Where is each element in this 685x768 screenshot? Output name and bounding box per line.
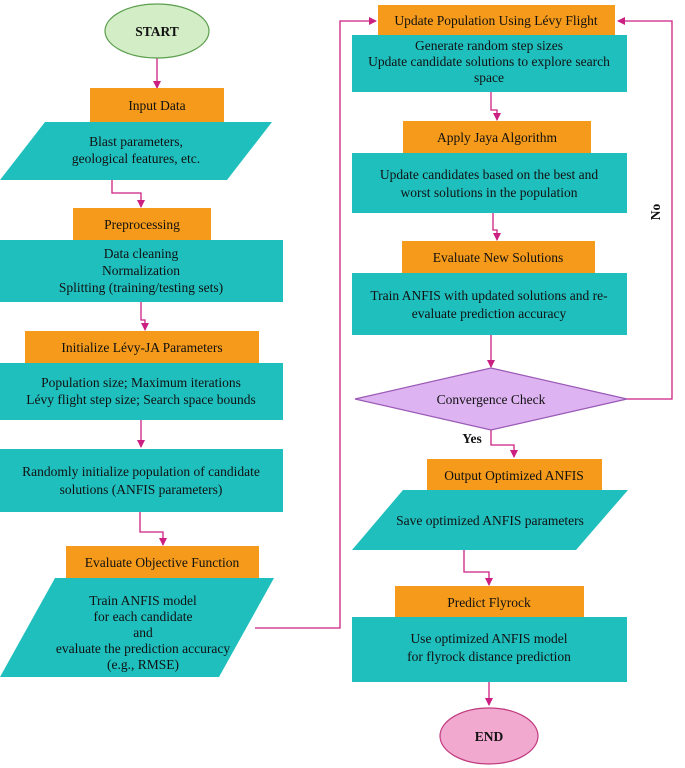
jaya-box xyxy=(352,153,627,213)
preprocessing-box xyxy=(0,240,283,302)
arrow-jaya-to-new xyxy=(492,213,501,241)
yes-label: Yes xyxy=(462,431,482,446)
text-line: Data cleaning xyxy=(104,246,179,261)
predict-body: Use optimized ANFIS model for flyrock dis… xyxy=(407,631,571,664)
text-line: Use optimized ANFIS model xyxy=(410,631,567,646)
node-random-init: Randomly initialize population of candid… xyxy=(0,449,283,512)
arrow-preprocessing-to-init xyxy=(140,302,149,331)
arrow-convergence-yes xyxy=(490,430,518,458)
random-init-box xyxy=(0,449,283,512)
evaluate-new-box xyxy=(352,273,627,335)
text-line: space xyxy=(474,70,504,85)
text-line: solutions (ANFIS parameters) xyxy=(60,482,223,497)
node-convergence: Convergence Check xyxy=(354,367,628,431)
evaluate-new-title: Evaluate New Solutions xyxy=(433,250,563,265)
input-data-parallelogram xyxy=(0,122,272,180)
levy-flight-header xyxy=(378,5,615,35)
predict-title: Predict Flyrock xyxy=(447,595,531,610)
no-label: No xyxy=(648,204,663,221)
jaya-title: Apply Jaya Algorithm xyxy=(437,130,557,145)
output-body: Save optimized ANFIS parameters xyxy=(396,513,584,528)
text-line: Train ANFIS model xyxy=(89,593,197,608)
convergence-diamond xyxy=(354,367,628,431)
predict-header xyxy=(395,586,584,617)
input-data-body: Blast parameters, geological features, et… xyxy=(72,134,200,166)
node-output: Output Optimized ANFIS Save optimized AN… xyxy=(352,459,628,550)
text-line: for flyrock distance prediction xyxy=(407,649,571,664)
text-line: Randomly initialize population of candid… xyxy=(22,464,260,479)
init-params-box xyxy=(0,363,283,420)
init-params-header xyxy=(25,331,259,363)
start-label: START xyxy=(135,24,179,39)
node-predict: Predict Flyrock Use optimized ANFIS mode… xyxy=(352,586,627,682)
evaluate-objective-parallelogram xyxy=(0,578,274,677)
start-terminator xyxy=(104,3,210,59)
input-data-title: Input Data xyxy=(128,98,185,113)
connectors xyxy=(111,17,673,706)
jaya-header xyxy=(403,121,591,153)
node-evaluate-objective: Evaluate Objective Function Train ANFIS … xyxy=(0,546,274,677)
convergence-label: Convergence Check xyxy=(437,392,546,407)
arrow-convergence-no-loop xyxy=(617,17,673,400)
text-line: Update candidates based on the best and xyxy=(380,167,598,182)
output-parallelogram xyxy=(352,490,628,550)
text-line: Normalization xyxy=(102,263,180,278)
evaluate-objective-header xyxy=(66,546,259,578)
text-line: for each candidate xyxy=(94,609,193,624)
text-line: Save optimized ANFIS parameters xyxy=(396,513,584,528)
text-line: evaluate the prediction accuracy xyxy=(56,641,231,656)
text-line: Population size; Maximum iterations xyxy=(41,375,241,390)
preprocessing-header xyxy=(73,208,211,240)
text-line: worst solutions in the population xyxy=(401,185,578,200)
levy-flight-title: Update Population Using Lévy Flight xyxy=(394,13,597,28)
text-line: and xyxy=(133,625,153,640)
predict-box xyxy=(352,617,627,682)
node-levy-flight: Update Population Using Lévy Flight Gene… xyxy=(352,5,627,92)
evaluate-new-body: Train ANFIS with updated solutions and r… xyxy=(370,288,608,321)
text-line: (e.g., RMSE) xyxy=(107,657,179,672)
input-data-header xyxy=(90,88,224,122)
evaluate-new-header xyxy=(402,241,595,273)
jaya-body: Update candidates based on the best and w… xyxy=(380,167,598,200)
evaluate-objective-title: Evaluate Objective Function xyxy=(85,555,240,570)
arrow-output-to-predict xyxy=(463,550,493,586)
end-label: END xyxy=(475,729,504,744)
arrow-evaluate-to-levy xyxy=(255,17,377,629)
init-params-title: Initialize Lévy-JA Parameters xyxy=(61,340,222,355)
end-terminator xyxy=(439,707,539,765)
random-init-body: Randomly initialize population of candid… xyxy=(22,464,260,497)
text-line: Lévy flight step size; Search space boun… xyxy=(26,392,255,407)
arrow-random-to-evaluate xyxy=(139,512,167,546)
output-title: Output Optimized ANFIS xyxy=(444,468,584,483)
node-start: START xyxy=(104,3,210,59)
text-line: evaluate prediction accuracy xyxy=(412,306,567,321)
node-input-data: Input Data Blast parameters, geological f… xyxy=(0,88,272,180)
text-line: Splitting (training/testing sets) xyxy=(59,280,223,295)
preprocessing-title: Preprocessing xyxy=(104,217,180,232)
node-jaya: Apply Jaya Algorithm Update candidates b… xyxy=(352,121,627,213)
arrow-input-to-preprocessing xyxy=(111,180,145,208)
text-line: Generate random step sizes xyxy=(415,38,563,53)
text-line: Update candidate solutions to explore se… xyxy=(368,54,610,69)
node-evaluate-new: Evaluate New Solutions Train ANFIS with … xyxy=(352,241,627,335)
arrow-levy-to-jaya xyxy=(490,92,501,121)
text-line: Blast parameters, xyxy=(89,134,183,149)
levy-flight-box xyxy=(352,35,627,92)
text-line: geological features, etc. xyxy=(72,151,200,166)
node-end: END xyxy=(439,707,539,765)
output-header xyxy=(427,459,602,490)
text-line: Train ANFIS with updated solutions and r… xyxy=(370,288,608,303)
node-init-params: Initialize Lévy-JA Parameters Population… xyxy=(0,331,283,420)
